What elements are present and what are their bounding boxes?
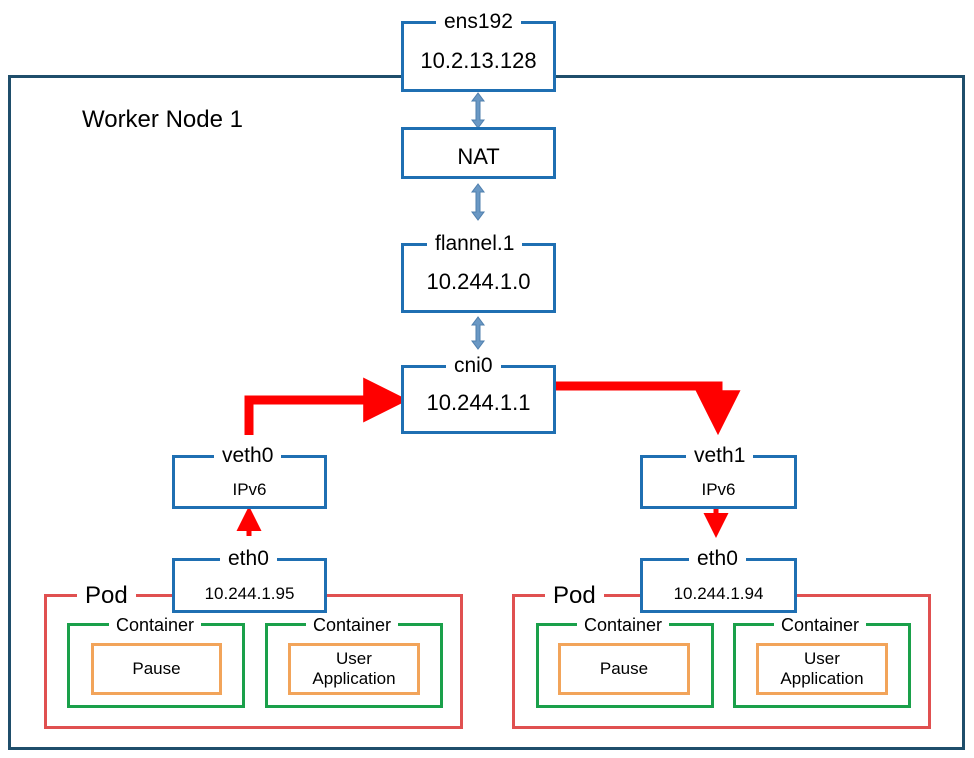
left-pod-container-1-content: Pause — [91, 643, 222, 695]
right-eth-ip: 10.244.1.94 — [673, 584, 764, 603]
link-arrow-ens192-nat — [471, 92, 485, 129]
left-eth-interface: eth0 10.244.1.95 — [172, 548, 327, 613]
left-eth-label: eth0 — [220, 548, 277, 570]
right-eth-label: eth0 — [689, 548, 746, 570]
left-pod-container-2-label: Container — [306, 615, 399, 635]
right-pod-label: Pod — [545, 583, 604, 609]
nat-box: NAT — [401, 127, 556, 179]
link-arrow-flannel-cni0 — [471, 316, 485, 350]
flannel-interface: flannel.1 10.244.1.0 — [401, 233, 556, 313]
right-pod-container-2-content: User Application — [756, 643, 888, 695]
left-veth-proto: IPv6 — [232, 480, 267, 499]
left-pod-container-2: Container — [265, 615, 443, 708]
flow-arrow-veth0-to-cni0 — [244, 377, 409, 435]
left-eth-ip: 10.244.1.95 — [204, 584, 295, 603]
right-pod-container-2-label: Container — [774, 615, 867, 635]
right-veth-proto: IPv6 — [701, 480, 736, 499]
right-pod-container-2: Container — [733, 615, 911, 708]
ens192-label: ens192 — [436, 11, 521, 33]
right-veth-interface: veth1 IPv6 — [640, 445, 797, 509]
right-veth-label: veth1 — [686, 445, 754, 467]
right-pod-container-1: Container — [536, 615, 714, 708]
right-eth-interface: eth0 10.244.1.94 — [640, 548, 797, 613]
flow-arrow-cni0-to-veth1 — [556, 381, 741, 436]
left-pod-label: Pod — [77, 583, 136, 609]
cni0-ip: 10.244.1.1 — [426, 390, 531, 415]
ens192-interface: ens192 10.2.13.128 — [401, 11, 556, 92]
left-pod-container-1-label: Container — [109, 615, 202, 635]
left-veth-interface: veth0 IPv6 — [172, 445, 327, 509]
nat-label: NAT — [457, 144, 500, 169]
flannel-label: flannel.1 — [427, 233, 523, 255]
ens192-ip: 10.2.13.128 — [420, 48, 537, 73]
right-pod-container-1-label: Container — [577, 615, 670, 635]
left-pod-container-2-content: User Application — [288, 643, 420, 695]
cni0-label: cni0 — [446, 355, 501, 377]
left-pod-container-1: Container — [67, 615, 245, 708]
right-pod-container-1-content: Pause — [558, 643, 690, 695]
left-veth-label: veth0 — [214, 445, 282, 467]
link-arrow-nat-flannel — [471, 183, 485, 221]
flannel-ip: 10.244.1.0 — [426, 269, 531, 294]
cni0-bridge: cni0 10.244.1.1 — [401, 355, 556, 434]
worker-node-title: Worker Node 1 — [82, 106, 243, 133]
